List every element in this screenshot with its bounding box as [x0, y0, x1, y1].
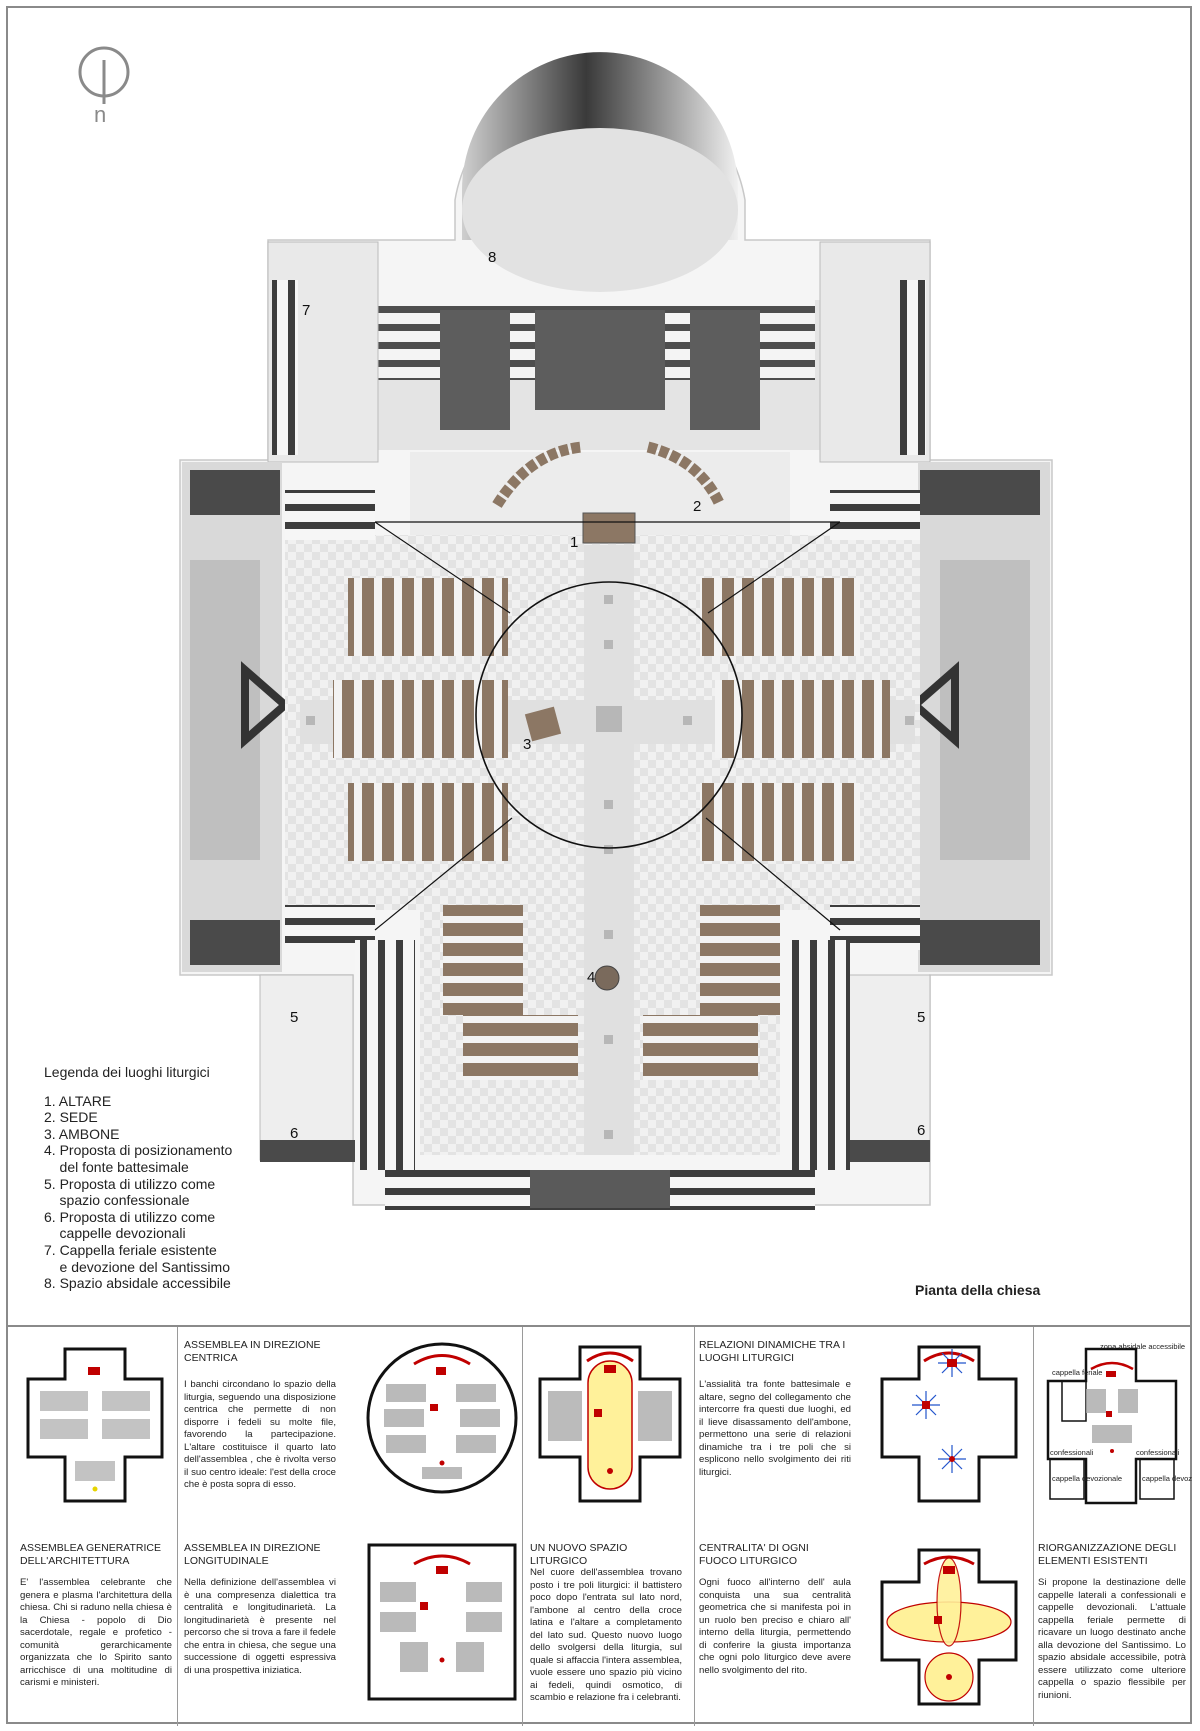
drawing-sheet	[6, 6, 1192, 1724]
mini-plan-longitudinale	[367, 1543, 517, 1701]
mini-plan-generatrice	[26, 1347, 164, 1503]
legend-title: Legenda dei luoghi liturgici	[44, 1064, 210, 1080]
panel-body: Ogni fuoco all'interno dell' aula conqui…	[699, 1577, 851, 1676]
panel-body: Nella definizione dell'assemblea vi è un…	[184, 1577, 336, 1676]
diagram-label: cappella feriale	[1052, 1368, 1102, 1377]
diagram-label: cappella devozionale	[1052, 1474, 1122, 1483]
mini-plan-nuovo-spazio	[538, 1345, 682, 1503]
legend-item: 7. Cappella feriale esistente e devozion…	[44, 1241, 230, 1275]
plan-label-6-left: 6	[290, 1125, 298, 1142]
legend: Legenda dei luoghi liturgici 1. ALTARE 2…	[44, 1064, 344, 1292]
panel-body: Si propone la destinazione delle cappell…	[1038, 1577, 1186, 1701]
panel-column-1	[6, 1327, 178, 1726]
mini-plan-centrica	[366, 1342, 518, 1494]
mini-plan-centralita	[880, 1548, 1018, 1706]
altar	[582, 512, 636, 544]
plan-label-7: 7	[302, 302, 310, 319]
pews	[333, 578, 890, 1080]
plan-label-2: 2	[693, 498, 701, 515]
diagram-label: confessionali	[1050, 1448, 1094, 1457]
north-compass: n	[78, 46, 130, 127]
legend-item: 6. Proposta di utilizzo come cappelle de…	[44, 1208, 216, 1242]
baptismal-font	[594, 965, 620, 991]
panel-title: CENTRALITA' DI OGNI FUOCO LITURGICO	[699, 1542, 809, 1567]
panel-body: Nel cuore dell'assemblea trovano posto i…	[530, 1567, 682, 1703]
panel-title: ASSEMBLEA IN DIREZIONE CENTRICA	[184, 1339, 321, 1364]
plan-label-3: 3	[523, 736, 531, 753]
concept-panels: ASSEMBLEA GENERATRICE DELL'ARCHITETTURA …	[6, 1325, 1192, 1726]
plan-label-5-left: 5	[290, 1009, 298, 1026]
church-plan: 1 2 3 4 5 5 6 6 7 8 n	[78, 46, 1053, 1210]
legend-item: 1. ALTARE	[44, 1092, 112, 1109]
panel-column-4	[695, 1327, 1034, 1726]
plan-label-6-right: 6	[917, 1122, 925, 1139]
panel-column-2	[178, 1327, 523, 1726]
diagram-label: zona absidale accessibile	[1100, 1342, 1185, 1351]
plan-label-5-right: 5	[917, 1009, 925, 1026]
apse	[462, 52, 738, 292]
ambo	[524, 706, 562, 742]
panel-title: UN NUOVO SPAZIO LITURGICO	[530, 1542, 628, 1567]
plan-label-8: 8	[488, 249, 496, 266]
panel-body: E' l'assemblea celebrante che genera e p…	[20, 1577, 172, 1688]
legend-item: 5. Proposta di utilizzo come spazio conf…	[44, 1175, 216, 1209]
panel-body: L'assialità tra fonte battesimale e alta…	[699, 1379, 851, 1478]
panel-title: RELAZIONI DINAMICHE TRA I LUOGHI LITURGI…	[699, 1339, 846, 1364]
panel-title: ASSEMBLEA GENERATRICE DELL'ARCHITETTURA	[20, 1542, 162, 1567]
plan-title: Pianta della chiesa	[915, 1282, 1041, 1298]
panel-column-3	[523, 1327, 695, 1726]
diagram-label: confessionali	[1136, 1448, 1180, 1457]
legend-item: 4. Proposta di posizionamento del fonte …	[44, 1142, 233, 1175]
plan-label-4: 4	[587, 969, 595, 986]
diagram-label: cappella devozionale	[1142, 1474, 1192, 1483]
panel-title: RIORGANIZZAZIONE DEGLI ELEMENTI ESISTENT…	[1038, 1542, 1177, 1567]
panel-title: ASSEMBLEA IN DIREZIONE LONGITUDINALE	[184, 1542, 321, 1567]
legend-item: 8. Spazio absidale accessibile	[44, 1275, 231, 1292]
svg-text:n: n	[94, 102, 106, 127]
mini-plan-riorganizzazione: zona absidale accessibile cappella feria…	[1046, 1342, 1192, 1505]
legend-item: 2. SEDE	[44, 1109, 98, 1126]
central-circle	[475, 581, 743, 849]
legend-item: 3. AMBONE	[44, 1125, 120, 1142]
plan-label-1: 1	[570, 534, 578, 551]
panel-body: I banchi circondano lo spazio della litu…	[184, 1379, 336, 1490]
mini-plan-relazioni	[880, 1345, 1018, 1503]
